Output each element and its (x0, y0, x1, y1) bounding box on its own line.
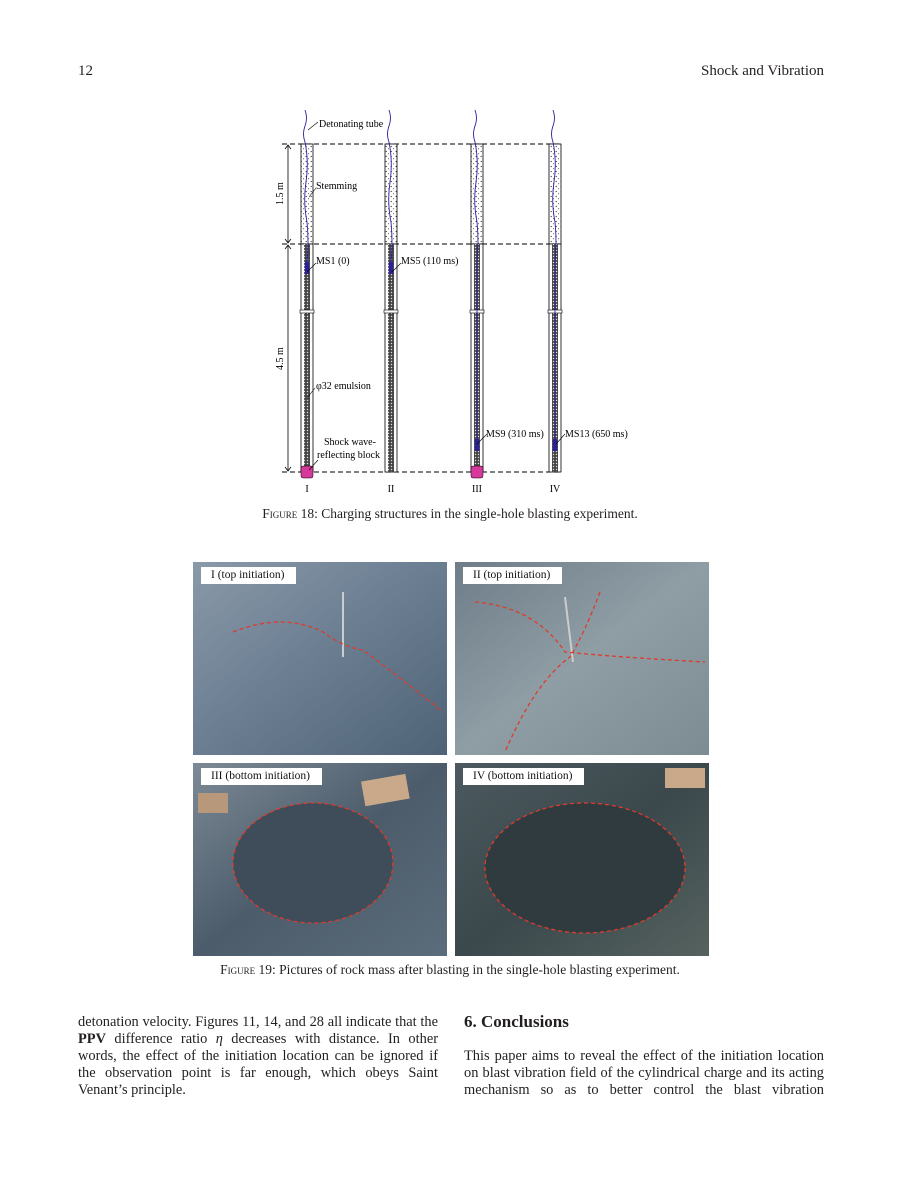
hole-label-1: I (305, 484, 308, 495)
text: decreases with distance. In other words,… (78, 1031, 439, 1098)
detonator (475, 439, 479, 451)
photo-label: IV (bottom initiation) (463, 768, 585, 785)
figure-18-caption: Figure 18: Charging structures in the si… (60, 506, 840, 522)
hole-label-4: IV (550, 484, 561, 495)
photo-label: I (top initiation) (201, 567, 297, 584)
detonator (553, 439, 557, 451)
detonator (389, 262, 393, 274)
journal-title: Shock and Vibration (701, 63, 824, 79)
hole-label-3: III (472, 484, 482, 495)
figure-18-diagram: 1.5 m 4.5 m Detonating tube Stemming MS1… (275, 109, 628, 495)
dim-label-top: 1.5 m (275, 182, 286, 205)
text: detonation velocity. Figures 11, 14, and… (78, 1014, 438, 1030)
cartridge-joint (299, 309, 315, 314)
photo-panel-2: II (top initiation) (455, 562, 709, 755)
label-block-1: Shock wave- (324, 437, 376, 448)
photo-label: III (bottom initiation) (201, 768, 323, 785)
dimension-arrows (284, 144, 292, 472)
detonating-tube (473, 109, 479, 445)
label-detonator-1: MS1 (0) (316, 256, 350, 267)
detonating-tube (551, 109, 557, 445)
caption-text: Charging structures in the single-hole b… (317, 506, 638, 521)
section-heading: 6. Conclusions (464, 1012, 569, 1031)
detonating-tube (387, 109, 393, 268)
caption-label: Figure 19: (220, 962, 276, 977)
photo-label: II (top initiation) (463, 567, 563, 584)
photo-panel-3: III (bottom initiation) (193, 763, 447, 956)
text: difference ratio (105, 1031, 216, 1047)
label-detonator-2: MS5 (110 ms) (401, 256, 458, 267)
caption-label: Figure 18: (262, 506, 318, 521)
label-stemming: Stemming (316, 181, 357, 192)
eta-symbol: η (215, 1031, 223, 1047)
ppv-term: PPV (78, 1031, 106, 1047)
label-emulsion: φ32 emulsion (316, 381, 371, 392)
dim-label-bottom: 4.5 m (275, 347, 286, 370)
caption-text: Pictures of rock mass after blasting in … (275, 962, 680, 977)
photo-panel-1: I (top initiation) (193, 562, 447, 755)
detonator (305, 262, 309, 274)
cartridge-joint (383, 309, 399, 314)
figure-19-caption: Figure 19: Pictures of rock mass after b… (60, 962, 840, 978)
hole-label-2: II (388, 484, 395, 495)
detonating-tube (303, 109, 309, 268)
page-number: 12 (78, 63, 93, 79)
body-right-column: 6. Conclusions This paper aims to reveal… (464, 1012, 824, 1099)
emulsion-charge (388, 244, 394, 472)
paragraph: detonation velocity. Figures 11, 14, and… (78, 1014, 438, 1099)
body-left-column: detonation velocity. Figures 11, 14, and… (78, 1014, 438, 1099)
label-block-2: reflecting block (317, 450, 380, 461)
paragraph: This paper aims to reveal the effect of … (464, 1048, 824, 1098)
label-detonator-3: MS9 (310 ms) (486, 429, 544, 440)
reflecting-block (470, 465, 484, 479)
label-detonator-4: MS13 (650 ms) (565, 429, 628, 440)
photo-panel-4: IV (bottom initiation) (455, 763, 709, 956)
guide-lines (282, 143, 562, 473)
label-detonating-tube: Detonating tube (319, 119, 384, 130)
emulsion-charge (304, 244, 310, 472)
